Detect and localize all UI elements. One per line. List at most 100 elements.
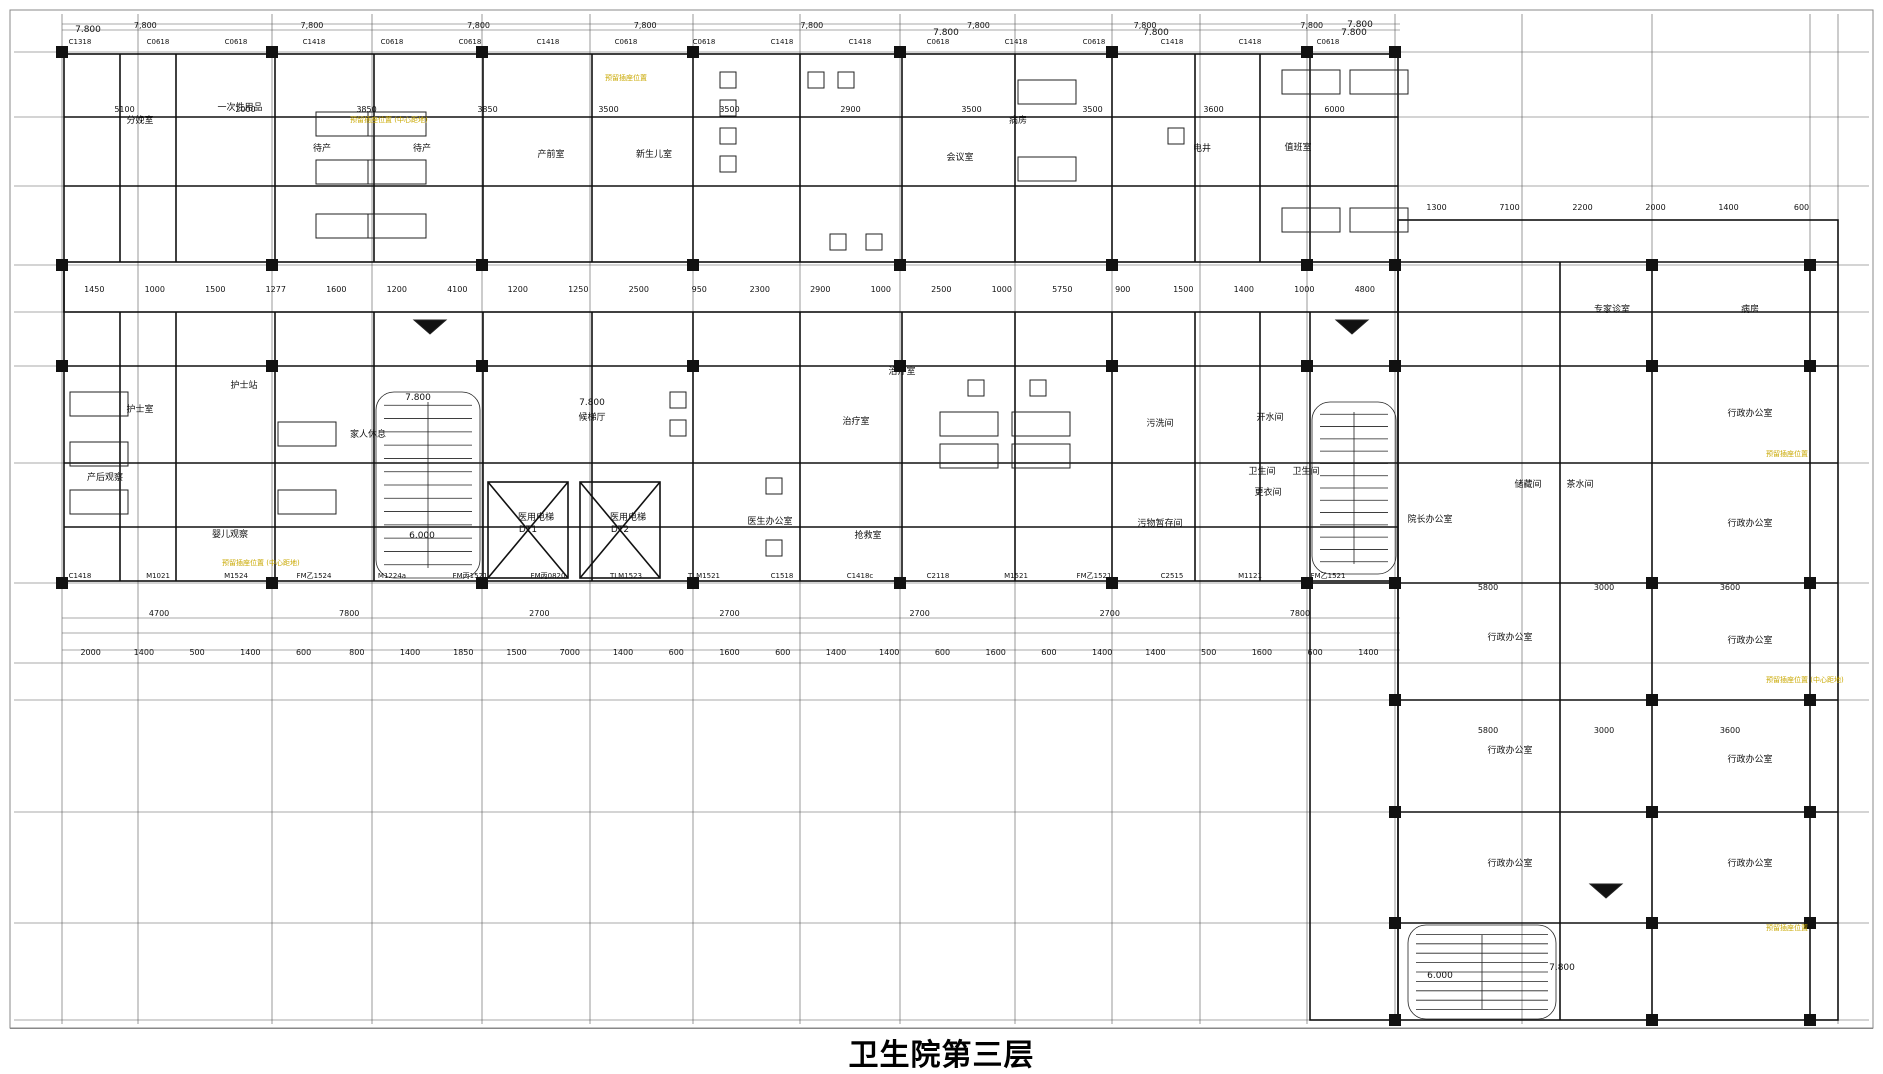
columns (56, 46, 1816, 1026)
column (894, 259, 906, 271)
section-marker (412, 319, 448, 335)
column (1106, 360, 1118, 372)
dimension-row2: 950 (692, 285, 707, 294)
dimension-bottom2: 1400 (1145, 648, 1165, 657)
elevator-cross (487, 481, 569, 579)
dimension-row2: 1200 (508, 285, 528, 294)
dimension-bottom2: 800 (349, 648, 364, 657)
elevation-e2: 7.800 (579, 398, 605, 408)
elevator-shaft (487, 481, 569, 579)
room-label-r27: 行政办公室 (1487, 744, 1532, 756)
column (1804, 259, 1816, 271)
chair (719, 99, 737, 117)
stairs (375, 391, 1557, 1020)
elevator-shaft (579, 481, 661, 579)
room-label-r14: 治疗室 (842, 415, 869, 427)
title-bar (10, 1028, 1873, 1062)
column (1389, 259, 1401, 271)
column (56, 360, 68, 372)
socket-note: 预留插座位置 (605, 73, 647, 82)
socket-note: 预留插座位置 (1766, 449, 1808, 458)
dimension-bottom2: 1400 (400, 648, 420, 657)
door-code-d3: C0618 (225, 38, 248, 46)
bed (939, 443, 999, 469)
dimension-row1: 2900 (840, 105, 860, 114)
dimension-row2: 1500 (1173, 285, 1193, 294)
bed (69, 391, 129, 417)
furniture (69, 69, 1624, 899)
axis-grid (14, 14, 1869, 1024)
drawing-title: 卫生院第三层 (848, 1038, 1035, 1073)
bed (1011, 443, 1071, 469)
dimension-bottom2: 1400 (879, 648, 899, 657)
dimension-row2: 5750 (1052, 285, 1072, 294)
dimension-right-mid: 3600 (1720, 726, 1740, 735)
room-label-r39: 候梯厅 (578, 411, 605, 423)
socket-note: 预留插座位置 (中心距地) (1766, 675, 1844, 684)
room-label-r38: 医用电梯 (610, 511, 646, 523)
chair (865, 233, 883, 251)
dimension-right-mid: 3000 (1594, 726, 1614, 735)
stair-shaft-outline (1309, 582, 1399, 1021)
door-code-d11: C1418 (849, 38, 872, 46)
column (1389, 577, 1401, 589)
dimension-right-top: 600 (1794, 203, 1809, 212)
dimension-bottom2: 600 (1307, 648, 1322, 657)
column (476, 577, 488, 589)
chair (837, 71, 855, 89)
room-label-r19: 开水间 (1256, 411, 1283, 423)
dimension-bottom2: 1400 (240, 648, 260, 657)
column (1804, 917, 1816, 929)
dimension-bottom2: 600 (1041, 648, 1056, 657)
dimension-row2: 2900 (810, 285, 830, 294)
chair (669, 419, 687, 437)
bed (277, 421, 337, 447)
elevation-e9: 6.000 (1427, 971, 1453, 981)
dimension-row2: 1200 (387, 285, 407, 294)
room-label-r34: 储藏间 (1514, 478, 1541, 490)
dimension-row2: 1000 (871, 285, 891, 294)
column (1646, 259, 1658, 271)
door-code-d19: M1021 (146, 572, 170, 580)
dimension-bottom1: 4700 (149, 609, 169, 618)
dimension-row1: 6000 (1324, 105, 1344, 114)
room-label-r22: 电井 (1193, 142, 1211, 154)
dimension-row1: 3850 (477, 105, 497, 114)
column (1389, 360, 1401, 372)
dimension-bottom2: 1600 (1252, 648, 1272, 657)
dimension-bottom2: 1850 (453, 648, 473, 657)
dimension-bottom2: 1600 (986, 648, 1006, 657)
room-label-r24: 病房 (1741, 303, 1759, 315)
chair (719, 127, 737, 145)
walls (63, 53, 1839, 1021)
dimension-top: 7,800 (967, 21, 990, 30)
bed (69, 489, 129, 515)
door-code-d31: FM乙1521 (1077, 572, 1112, 580)
dimension-top: 7,800 (634, 21, 657, 30)
elevation-e7: 7.800 (75, 25, 101, 35)
dimension-row2: 1500 (205, 285, 225, 294)
door-code-d6: C0618 (459, 38, 482, 46)
door-code-d28: C1418c (847, 572, 874, 580)
dimension-bottom1: 2700 (529, 609, 549, 618)
door-code-d18: C1418 (69, 572, 92, 580)
dimension-row2: 1277 (266, 285, 286, 294)
room-label-r13: 医生办公室 (747, 515, 792, 527)
dimension-bottom2: 1400 (1358, 648, 1378, 657)
column (1646, 1014, 1658, 1026)
column (1804, 806, 1816, 818)
socket-note: 预留插座位置 (1766, 923, 1808, 932)
dimension-top: 7,800 (1134, 21, 1157, 30)
dimension-top: 7,800 (800, 21, 823, 30)
column (476, 360, 488, 372)
room-label-r12: 家人休息 (350, 428, 386, 440)
chair (1029, 379, 1047, 397)
socket-note: 预留插座位置 (中心距地) (350, 115, 428, 124)
room-label-r15: 抢救室 (854, 529, 881, 541)
dimension-row2: 1000 (1294, 285, 1314, 294)
room-label-r8: 护士站 (230, 379, 257, 391)
dimension-row2: 1250 (568, 285, 588, 294)
door-code-d26: TLM1521 (687, 572, 720, 580)
drawing-frame (9, 9, 1874, 1029)
